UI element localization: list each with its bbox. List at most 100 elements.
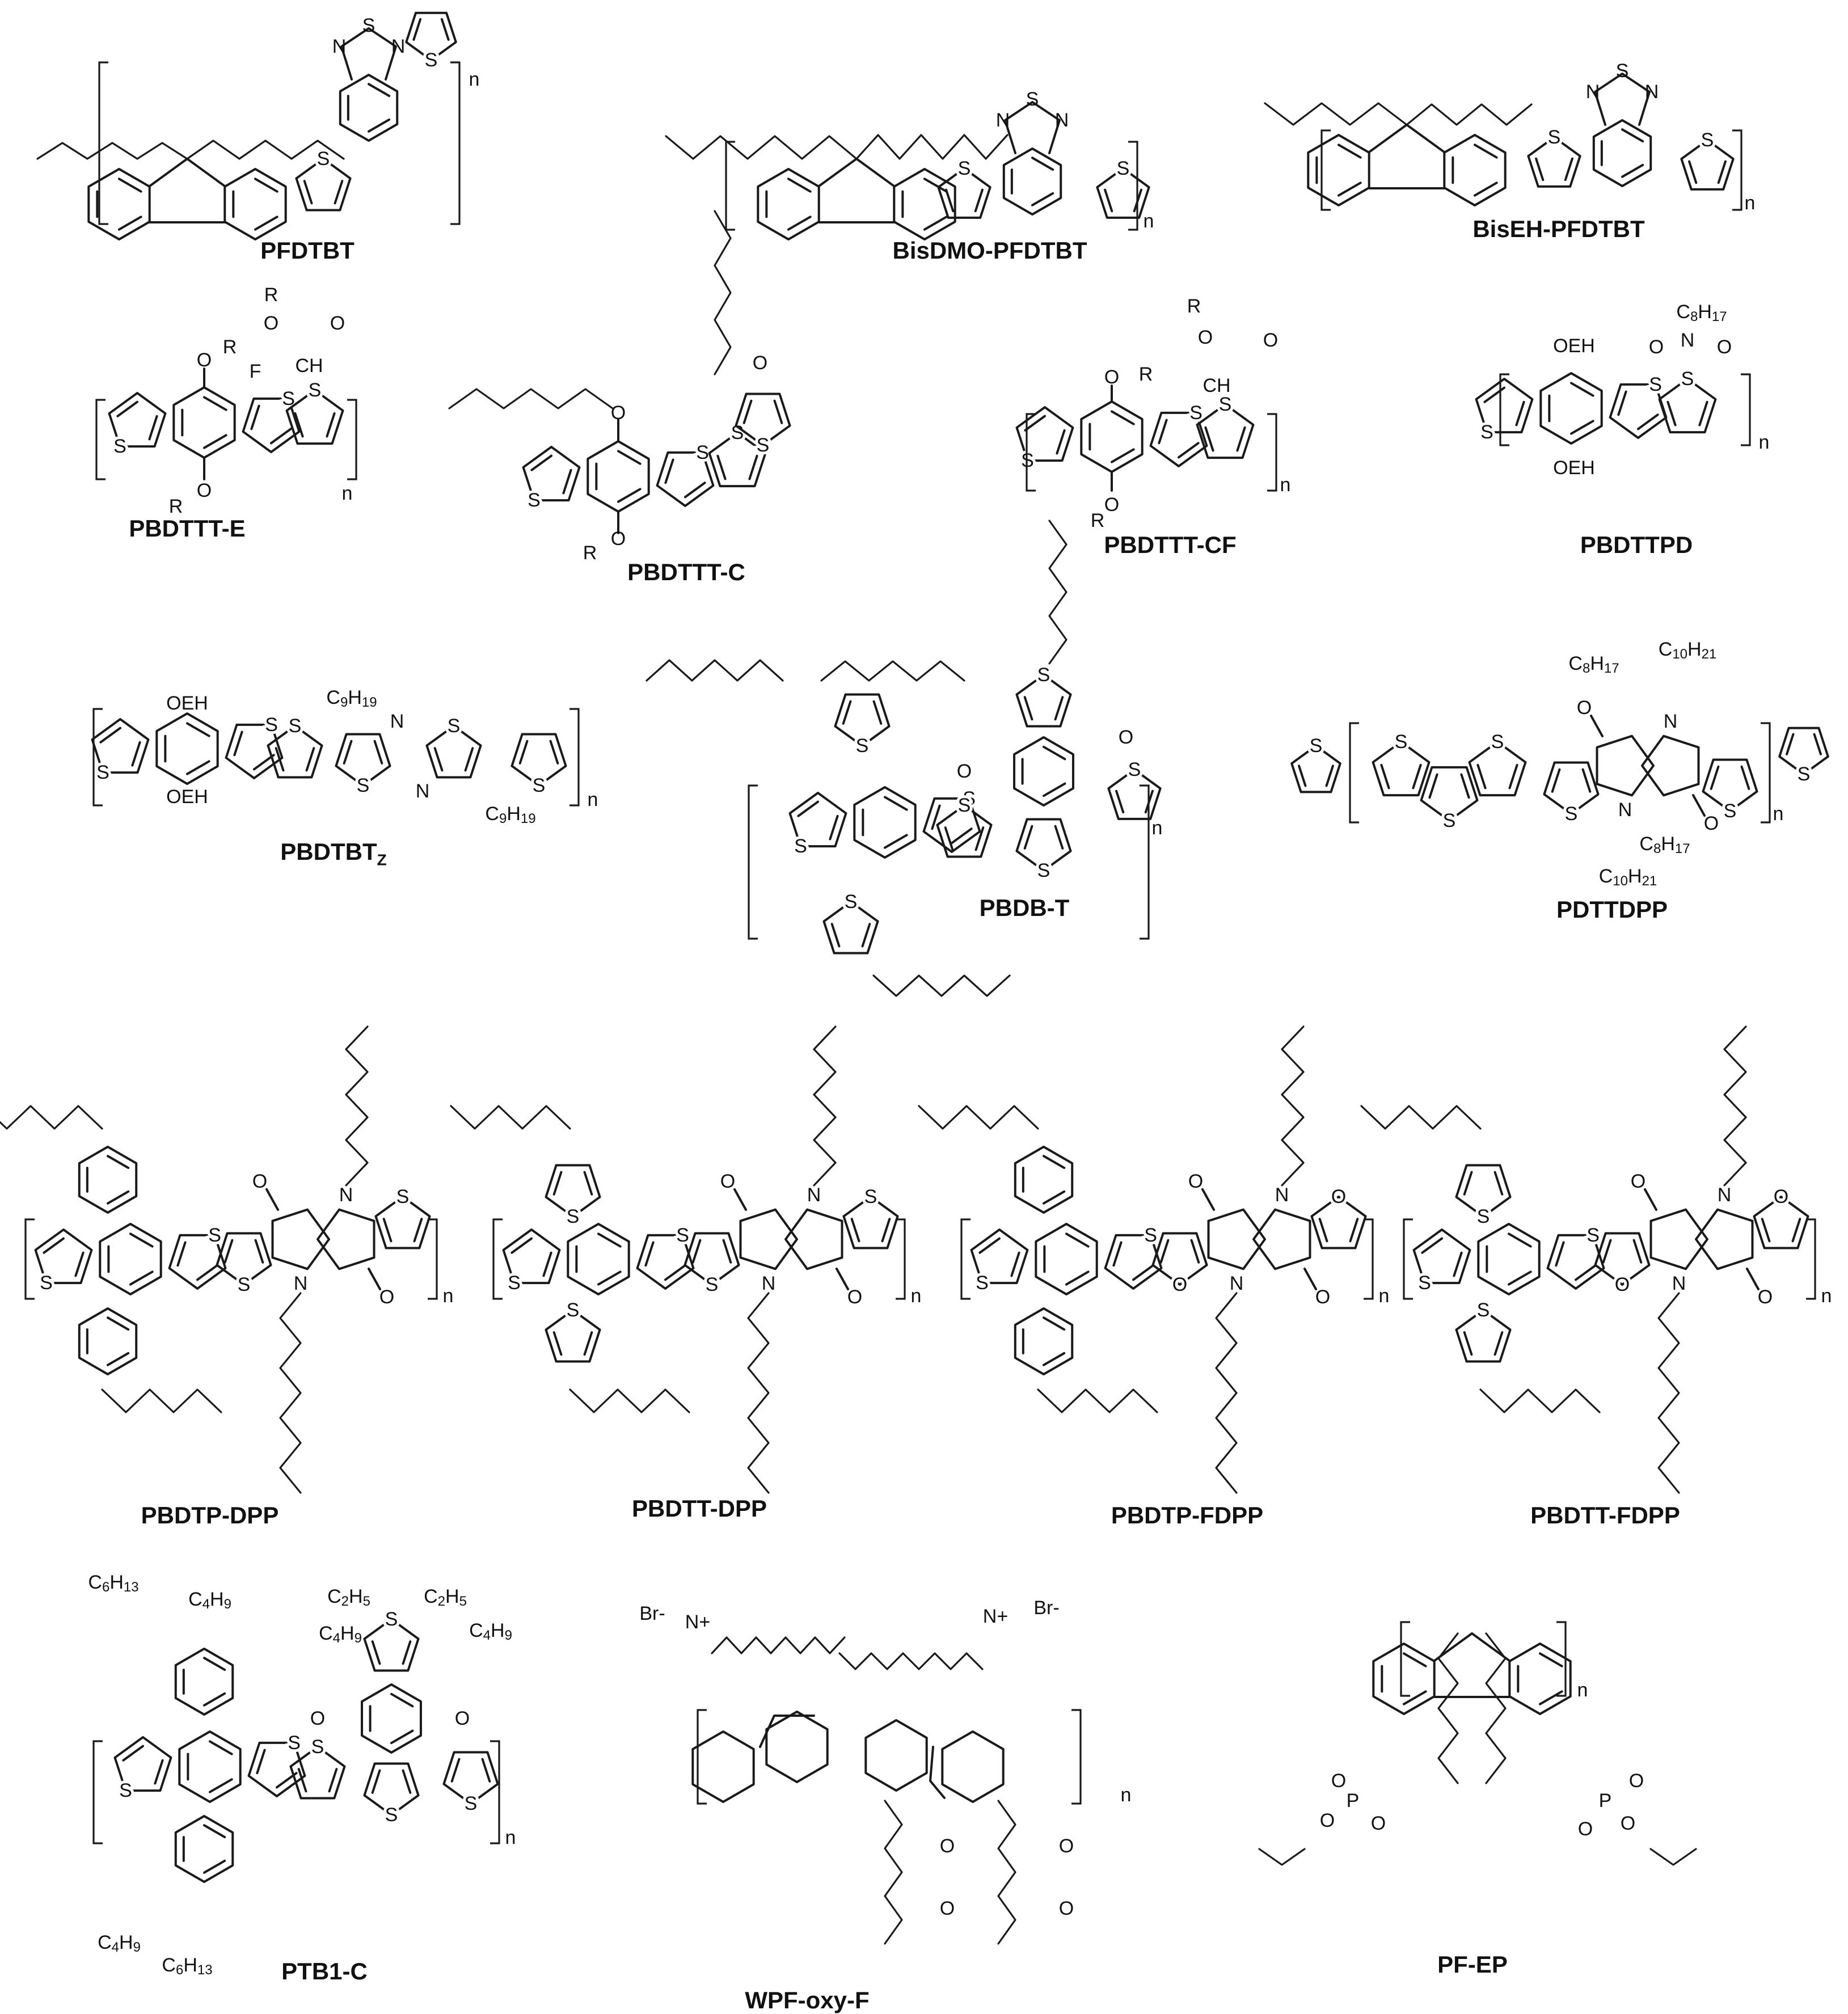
pbdttt-e-right-bracket: [347, 399, 357, 480]
pbdttt-e-carbonyl-o: O: [330, 313, 345, 334]
thiophene-sulfur: S: [317, 148, 330, 170]
aromatic-bond: [787, 216, 812, 231]
pbdb-t-left-bracket: [748, 784, 758, 940]
pbdtp-dpp-bdt-thiophene-left: [34, 1228, 93, 1285]
ptb1-c-butyl-mid: C4H9: [319, 1623, 362, 1646]
caption-pbdttpd: PBDTTPD: [1580, 531, 1693, 558]
double-bond: [1786, 733, 1795, 755]
pbdtp-fdpp-right-bracket: [1364, 1218, 1374, 1300]
pbdttt-cf-repeat-n: n: [1280, 474, 1291, 496]
pf-ep-phosphorus-b: P: [1599, 1790, 1612, 1812]
pbdttt-c-bdt-thiophene-right: [656, 451, 715, 507]
thiophene-sulfur: S: [508, 1272, 521, 1294]
aromatic-bond: [787, 178, 812, 193]
pbdtt-fdpp-side-eh-top: [1360, 1105, 1482, 1130]
aromatic-bond: [203, 1859, 226, 1874]
pbdttt-e-bdt-thiophene-right: [242, 397, 301, 453]
formula-part-C: C: [1568, 653, 1583, 674]
pbdtt-dpp-thienyl-top: [545, 1164, 601, 1218]
thiophene-sulfur: S: [696, 442, 709, 463]
double-bond: [1476, 763, 1487, 789]
pbdtt-dpp-thiophene-end: [842, 1196, 899, 1249]
double-bond: [326, 412, 336, 438]
pbdtp-fdpp-dpp-carbonyl-a: [1201, 1188, 1215, 1211]
wpf-oxy-f-ammonium-a: N+: [685, 1611, 710, 1633]
pbdtt-fdpp-repeat-n: n: [1821, 1285, 1832, 1307]
pbdtp-dpp-dpp-carbonyl-b: [368, 1268, 381, 1290]
bisdmo-btd-n1: N: [996, 109, 1010, 131]
aromatic-bond: [1403, 1652, 1427, 1667]
double-bond: [978, 1237, 1001, 1254]
pdttdpp-end-thiophene-a: [1290, 745, 1341, 793]
pbdtbtz-right-bracket: [569, 708, 580, 807]
thiophene-sulfur: S: [1491, 731, 1504, 753]
pbdttpd-right-bracket: [1741, 373, 1751, 446]
thiophene-sulfur: S: [40, 1272, 53, 1294]
pfdtbt-ethylhexyl: [186, 140, 345, 160]
formula-part-H: H: [1590, 653, 1604, 674]
pbdttt-cf-left-bracket: [1026, 413, 1036, 492]
pdttdpp-dpp-carbonyl-a: [1590, 715, 1604, 737]
ptb1-c-bdd-thiophene-bottom: [363, 1762, 420, 1816]
pbdtbtz-nonyl-a: C9H19: [326, 687, 377, 710]
pbdttt-c-tt: [708, 432, 767, 488]
ptb1-c-butyl-top: C4H9: [188, 1589, 231, 1612]
aromatic-bond: [1508, 1270, 1532, 1286]
pbdttt-e-bdt-thiophene-left: [108, 392, 167, 448]
pf-ep-right-bracket: [1556, 1621, 1567, 1697]
pf-ep-chain-a: [1437, 1632, 1459, 1784]
wpf-oxy-f-ring-0: [691, 1730, 755, 1803]
formula-part-h-sub: 21: [1642, 873, 1657, 889]
aromatic-bond: [1065, 1232, 1090, 1248]
pf-ep-oxygen-a3: O: [1371, 1813, 1386, 1834]
formula-part-h-sub: 17: [1604, 661, 1619, 676]
aromatic-bond: [1111, 410, 1135, 425]
pdttdpp-dpp-carbonyl-b: [1692, 794, 1706, 817]
double-bond: [1318, 1218, 1328, 1243]
pbdttt-e-r-bottom: R: [169, 496, 183, 517]
pbdttt-c-oxygen-bottom: O: [611, 528, 626, 550]
formula-part-h-sub: 17: [1675, 841, 1690, 856]
pbdtbtz-thiazole-a: [335, 733, 391, 787]
caption-pfdtbt: PFDTBT: [260, 237, 355, 264]
pfdtbt-btd-thiadiazole: [340, 27, 397, 81]
aromatic-bond: [186, 760, 210, 775]
aromatic-bond: [107, 1190, 130, 1205]
double-bond: [1132, 1264, 1154, 1281]
thiophene-sulfur: S: [282, 388, 295, 409]
double-bond: [1236, 426, 1246, 452]
caption-pbdtt-dpp: PBDTT-DPP: [631, 1495, 767, 1522]
wpf-oxy-f-ring-3: [941, 1730, 1005, 1803]
pf-ep-oxygen-b3: O: [1578, 1818, 1593, 1840]
pbdtp-fdpp-repeat-n: n: [1379, 1285, 1390, 1307]
formula-part-h-sub: 21: [1702, 647, 1717, 662]
double-bond: [371, 1769, 381, 1794]
pbdtt-dpp-dpp-oxygen-b: O: [847, 1286, 862, 1308]
pbdttt-cf-oxygen-bottom: O: [1104, 494, 1119, 516]
pbdtp-dpp-dpp-nitrogen-b: N: [294, 1273, 308, 1294]
thiophene-sulfur: S: [1037, 664, 1050, 686]
thiophene-sulfur: S: [676, 1225, 689, 1246]
pf-ep-phosphorus-a: P: [1347, 1790, 1360, 1812]
pbdttt-cf-bdt-thiophene-left: [1015, 406, 1074, 462]
double-bond: [1112, 1241, 1123, 1267]
pbdttt-c-r-bottom: R: [583, 542, 597, 564]
formula-part-h-sub: 9: [133, 1940, 141, 1955]
double-bond: [1056, 429, 1066, 455]
aromatic-bond: [254, 216, 279, 231]
double-bond: [254, 1239, 264, 1264]
ptb1-c-hexyl-bottom: C6H13: [162, 1954, 212, 1978]
aromatic-bond: [390, 1729, 414, 1745]
ptb1-c-butyl-bottom: C4H9: [98, 1932, 141, 1955]
double-bond: [1463, 1331, 1473, 1356]
double-bond: [1349, 1218, 1359, 1243]
pbdttpd-left-bracket: [1499, 373, 1509, 446]
double-bond: [382, 1218, 393, 1243]
pdttdpp-octyl-top: C8H17: [1568, 653, 1619, 676]
pbdttt-c-bdt-thiophene-left: [522, 446, 581, 502]
double-bond: [1104, 188, 1113, 213]
bisdmo-btd-n2: N: [1055, 109, 1069, 131]
pf-ep-chain-b: [1485, 1632, 1507, 1784]
